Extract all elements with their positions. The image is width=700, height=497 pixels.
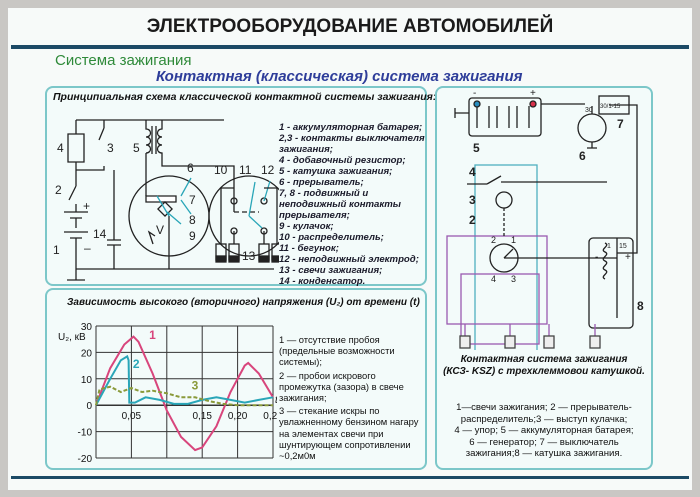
- label-13: 13: [242, 249, 256, 263]
- label-5: 5: [133, 141, 140, 155]
- x-tick-label: 0,20: [228, 411, 248, 422]
- label-1: 1: [53, 243, 60, 257]
- legend-item: 13 - свечи зажигания;: [279, 265, 383, 276]
- label-v: V: [156, 223, 164, 237]
- caption-line: Контактная система зажигания: [460, 354, 628, 365]
- contact-system-panel: 5 6 7 4 3 2 8 1 2 3 4 30 30/1-15 1 15 - …: [435, 86, 653, 470]
- cs-coil-1: 1: [607, 243, 611, 250]
- chart-legend-item-1: 1 — отсутствие пробоя (предельные возмож…: [279, 334, 395, 368]
- legend-line: зажигания;8 — катушка зажигания.: [465, 448, 623, 459]
- legend-item: 6 - прерыватель;: [279, 177, 364, 188]
- cs-coil-15: 15: [619, 243, 627, 250]
- cs-dist-4: 4: [491, 274, 496, 284]
- cs-dist-3: 3: [511, 274, 516, 284]
- legend-item: 4 - добавочный резистор;: [279, 155, 406, 166]
- cs-terminal-30: 30: [585, 107, 593, 114]
- section-title: Система зажигания: [55, 52, 192, 69]
- voltage-chart-panel: Зависимость высокого (вторичного) напряж…: [45, 288, 427, 470]
- cs-dist-2: 2: [491, 235, 496, 245]
- label-4: 4: [57, 141, 64, 155]
- y-tick-label: 30: [81, 322, 93, 333]
- series-label-2: 2: [133, 357, 140, 371]
- x-axis-label: t,мс: [275, 395, 277, 406]
- legend-item: 14 - конденсатор.: [279, 276, 366, 287]
- cs-coil-minus: -: [595, 252, 598, 263]
- cs-switch-terminals: 30/1-15: [600, 104, 621, 110]
- y-tick-label: -20: [78, 454, 93, 465]
- ignition-schematic-diagram: 1 2 3 4 5 6 7 8 9 10 11 12 13 14 + – V: [53, 119, 279, 281]
- legend-item: зажигания;: [279, 144, 333, 155]
- label-9: 9: [189, 229, 196, 243]
- series-label-3: 3: [192, 378, 199, 392]
- cs-label-3: 3: [469, 193, 476, 207]
- legend-item: 5 - катушка зажигания;: [279, 166, 393, 177]
- legend-item: 2,3 - контакты выключателя: [279, 133, 425, 144]
- cs-coil-plus: +: [625, 252, 631, 263]
- label-3: 3: [107, 141, 114, 155]
- cs-label-8: 8: [637, 299, 644, 313]
- series-line-1: [95, 335, 274, 452]
- y-tick-label: 10: [81, 375, 93, 386]
- series-line-3: [95, 385, 273, 407]
- legend-line: 1—свечи зажигания; 2 — прерыватель-: [456, 402, 632, 413]
- title-divider: [11, 45, 689, 49]
- label-plus: +: [83, 199, 90, 213]
- x-tick-label: 0,15: [192, 411, 212, 422]
- page-title: ЭЛЕКТРООБОРУДОВАНИЕ АВТОМОБИЛЕЙ: [146, 16, 554, 37]
- cs-label-6: 6: [579, 149, 586, 163]
- cs-label-5: 5: [473, 141, 480, 155]
- legend-item: 1 - аккумуляторная батарея;: [279, 122, 423, 133]
- label-14: 14: [93, 227, 107, 241]
- label-11: 11: [239, 163, 252, 177]
- legend-item: прерывателя;: [279, 210, 350, 221]
- schematic-title: Принципиальная схема классической контак…: [53, 91, 437, 103]
- label-2: 2: [55, 183, 62, 197]
- chart-title: Зависимость высокого (вторичного) напряж…: [67, 297, 420, 308]
- label-8: 8: [189, 213, 196, 227]
- cs-label-2: 2: [469, 213, 476, 227]
- cs-label-7: 7: [617, 117, 624, 131]
- label-12: 12: [261, 163, 275, 177]
- label-6: 6: [187, 161, 194, 175]
- cs-battery-minus: -: [473, 88, 476, 99]
- legend-item: 12 - неподвижный электрод;: [279, 254, 419, 265]
- schematic-legend: 1 - аккумуляторная батарея; 2,3 - контак…: [279, 122, 425, 287]
- legend-item: 7, 8 - подвижный и: [279, 188, 369, 199]
- label-10: 10: [214, 163, 228, 177]
- poster: ЭЛЕКТРООБОРУДОВАНИЕ АВТОМОБИЛЕЙ Система …: [8, 8, 692, 490]
- cs-battery-plus: +: [530, 88, 536, 99]
- legend-line: распределитель;3 — выступ кулачка;: [460, 413, 628, 425]
- label-minus: –: [84, 241, 91, 255]
- series-line-2: [95, 354, 274, 406]
- subtitle: Контактная (классическая) система зажига…: [156, 68, 523, 85]
- chart-legend: 1 — отсутствие пробоя (предельные возмож…: [279, 334, 424, 461]
- contact-system-caption: Контактная система зажигания (КСЗ- KSZ) …: [437, 354, 651, 378]
- voltage-chart: 30 20 10 0 -10 -20 0,05 0,15 0,20 0,25 U₂, кВ t,мс 1…: [58, 322, 277, 465]
- cs-label-4: 4: [469, 165, 476, 179]
- contact-system-diagram: 5 6 7 4 3 2 8 1 2 3 4 30 30/1-15 1 15 - …: [446, 88, 644, 350]
- chart-legend-item-3: 3 — стекание искры по увлажненному бензи…: [279, 405, 419, 462]
- series-label-1: 1: [149, 328, 156, 342]
- cs-dist-1: 1: [511, 235, 516, 245]
- y-tick-label: 20: [81, 348, 93, 359]
- y-axis-label: U₂, кВ: [58, 332, 86, 343]
- contact-system-legend: 1—свечи зажигания; 2 — прерыватель- расп…: [437, 402, 651, 460]
- legend-item: 10 - распределитель;: [279, 232, 384, 243]
- label-7: 7: [189, 193, 196, 207]
- legend-item: 9 - кулачок;: [279, 221, 334, 232]
- x-tick-label: 0,25: [263, 411, 277, 422]
- chart-legend-item-2: 2 — пробои искрового промежутка (зазора)…: [279, 369, 404, 404]
- y-tick-label: -10: [78, 428, 93, 439]
- schematic-panel: Принципиальная схема классической контак…: [45, 86, 436, 287]
- legend-item: неподвижный контакты: [279, 199, 401, 210]
- caption-line: (КСЗ- KSZ) с трехклеммовои катушкой.: [443, 366, 645, 377]
- bottom-divider: [11, 476, 689, 479]
- legend-line: 6 — генератор; 7 — выключатель: [469, 436, 619, 448]
- y-tick-label: 0: [86, 401, 92, 412]
- legend-line: 4 — упор; 5 — аккумуляторная батарея;: [454, 425, 634, 436]
- x-tick-label: 0,05: [122, 411, 142, 422]
- legend-item: 11 - бегунок;: [279, 243, 339, 254]
